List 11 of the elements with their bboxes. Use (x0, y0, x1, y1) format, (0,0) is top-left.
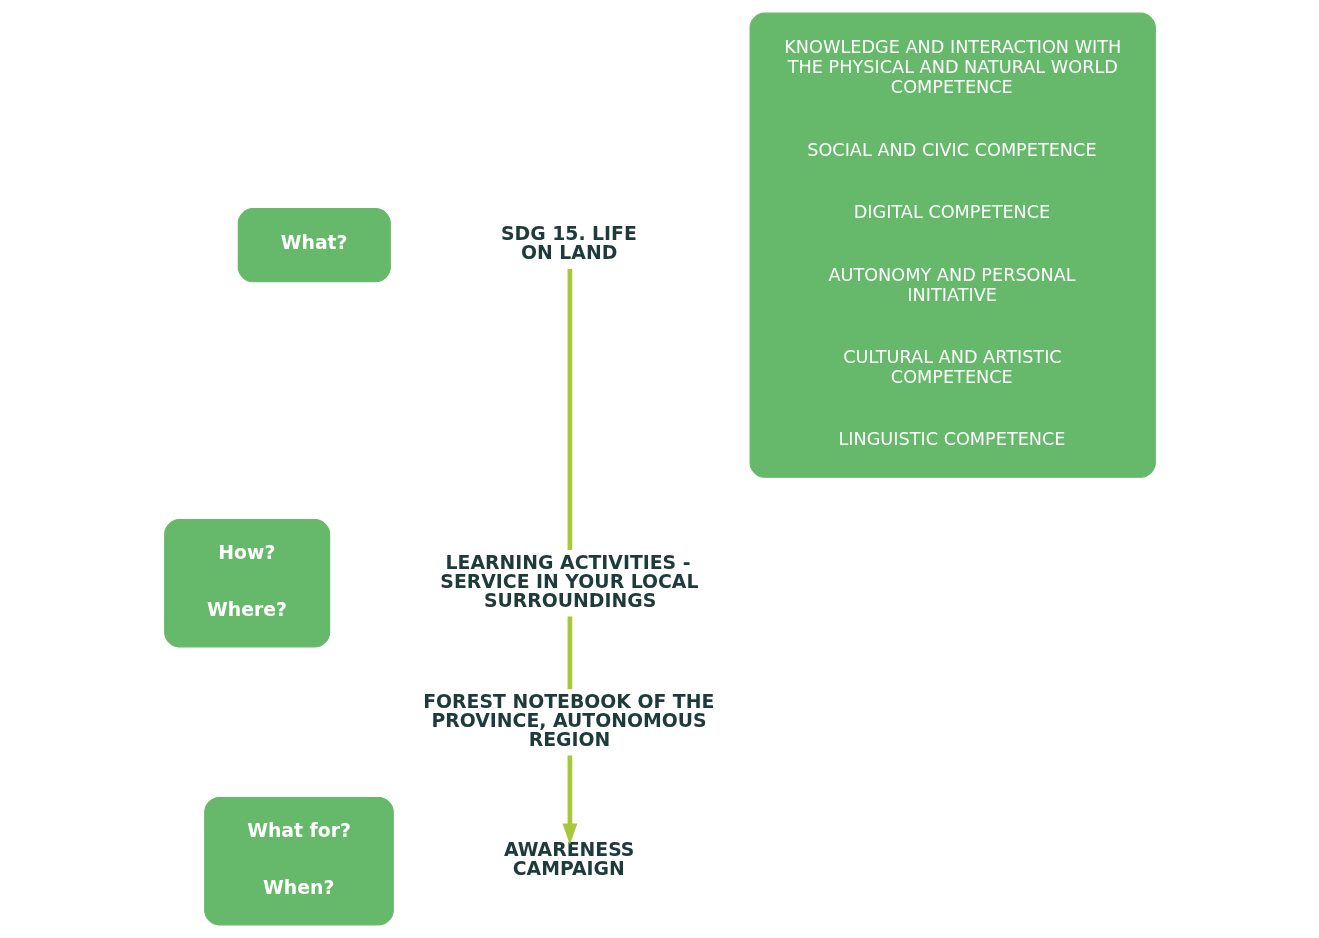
node-text: FOREST NOTEBOOK OF THE PROVINCE, AUTONOMOUS REGION (422, 690, 714, 750)
node-text: LEARNING ACTIVITIES - SERVICE IN YOUR LOCAL SURROUNDINGS (439, 551, 698, 611)
node-box: What? (237, 208, 391, 283)
node-box: What for? When? (203, 797, 394, 926)
arrow (561, 755, 577, 845)
connector (567, 616, 572, 690)
node-text: AWARENESS CAMPAIGN (503, 839, 634, 880)
node-text: SDG 15. LIFE ON LAND (500, 223, 637, 264)
node-box: How? Where? (163, 519, 330, 648)
connector (567, 268, 572, 551)
node-box: KNOWLEDGE AND INTERACTION WITH THE PHYSICAL AND NATURAL WORLD COMPETENCE SOCIAL AND CIVIC COMPETENCE DIGITAL COMPETENCE AUTONOMY AND PERSONAL INITIATIVE CULTURAL AND ARTISTIC COMPETENCE LINGUISTIC COMPETENCE (749, 12, 1156, 478)
